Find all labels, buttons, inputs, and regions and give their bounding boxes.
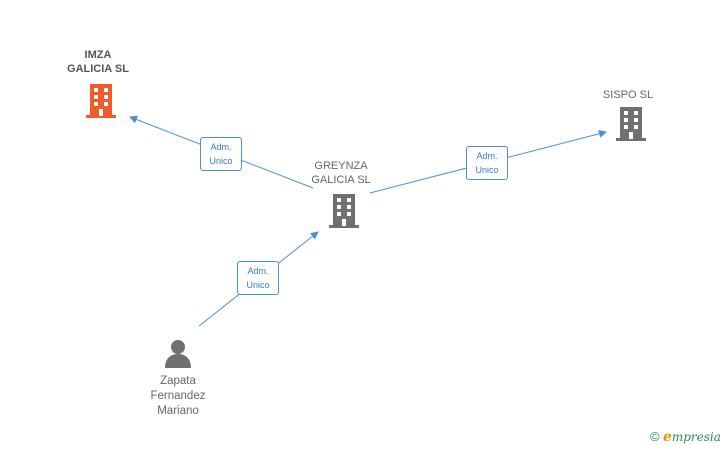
building-icon[interactable] [328, 194, 360, 228]
empresia-watermark: © empresia [650, 429, 721, 445]
brand-logo-e: e [662, 429, 672, 445]
edge-label-greynza-sispo: Adm. Unico [466, 146, 508, 180]
brand-logo-text: mpresia [671, 430, 721, 444]
node-label-sispo[interactable]: SISPO SL [602, 89, 654, 101]
node-label-greynza-galicia[interactable]: GREYNZA GALICIA SL [311, 160, 371, 186]
edge-label-zapata-greynza: Adm. Unico [237, 261, 279, 295]
building-icon[interactable] [615, 107, 647, 141]
person-icon[interactable] [163, 338, 193, 368]
node-label-zapata-fernandez-mariano[interactable]: Zapata Fernandez Mariano [150, 375, 206, 417]
copyright-symbol: © [650, 429, 660, 444]
node-label-imza-galicia[interactable]: IMZA GALICIA SL [67, 49, 129, 75]
edge-label-greynza-imza: Adm. Unico [200, 137, 242, 171]
building-icon[interactable] [85, 84, 117, 118]
